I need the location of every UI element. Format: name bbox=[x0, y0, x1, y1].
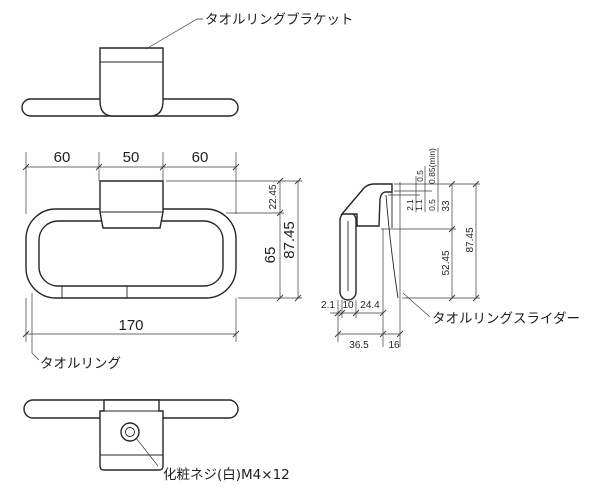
dim-h-a-label: 2.1 bbox=[321, 300, 335, 311]
screw-hole-icon bbox=[125, 427, 135, 437]
dim-slider-label: 16 bbox=[388, 340, 400, 351]
side-height-dimensions: 0.85(min) 0.5 2.1 1.1 0.5 33 52.45 87.45 bbox=[381, 148, 480, 302]
dim-v-a-label: 2.1 bbox=[405, 199, 415, 211]
dim-ticks-side-upper bbox=[334, 309, 387, 317]
front-total-width-dimension: 170 bbox=[22, 298, 240, 342]
dim-center-label: 50 bbox=[123, 149, 140, 166]
bracket-top-view bbox=[99, 47, 164, 117]
dim-ring-height-label: 65 bbox=[262, 247, 279, 264]
dim-total-height-label: 87.45 bbox=[281, 221, 298, 259]
ring-inner bbox=[38, 220, 224, 287]
dim-top-small-label: 0.5 bbox=[415, 170, 425, 182]
bracket-front-view bbox=[99, 180, 164, 229]
top-view: タオルリングブラケット bbox=[21, 11, 354, 117]
dim-v-b-label: 1.1 bbox=[414, 199, 424, 211]
dim-v-c-label: 0.5 bbox=[427, 199, 437, 211]
front-height-dimensions: 22.45 65 87.45 bbox=[166, 177, 302, 302]
dim-v-total-label: 87.45 bbox=[465, 227, 476, 252]
dim-ticks-top bbox=[22, 163, 240, 171]
bracket-leader-line bbox=[145, 18, 203, 50]
ring-label: タオルリング bbox=[40, 356, 121, 372]
slider-label: タオルリングスライダー bbox=[432, 311, 580, 327]
dim-h-c-label: 24.4 bbox=[360, 300, 380, 311]
dim-width-label: 170 bbox=[118, 317, 143, 334]
screw-leader-line bbox=[135, 437, 159, 467]
dim-ticks-side-lower bbox=[334, 330, 404, 338]
slider-leader-line bbox=[402, 292, 431, 318]
ring-leader-line bbox=[31, 293, 40, 361]
slider-profile bbox=[385, 194, 399, 299]
dim-left-label: 60 bbox=[54, 149, 71, 166]
dim-v-e-label: 52.45 bbox=[441, 250, 452, 275]
bottom-view: 化粧ネジ(白)M4×12 bbox=[23, 399, 290, 483]
dim-h-b-label: 10 bbox=[342, 300, 354, 311]
dim-depth-label: 36.5 bbox=[349, 340, 369, 351]
dim-ticks-side-right bbox=[448, 180, 480, 302]
dim-bracket-height-label: 22.45 bbox=[268, 184, 279, 209]
dim-right-label: 60 bbox=[192, 149, 209, 166]
side-depth-dimensions: 2.1 10 24.4 36.5 16 bbox=[321, 300, 404, 351]
bracket-side-profile bbox=[340, 183, 393, 227]
front-width-dimensions: 60 50 60 bbox=[22, 149, 240, 214]
front-view: 60 50 60 22.45 65 87.45 bbox=[22, 149, 302, 372]
screw-label: 化粧ネジ(白)M4×12 bbox=[163, 467, 290, 483]
dim-ticks-right bbox=[276, 177, 302, 302]
side-view: 2.1 10 24.4 36.5 16 0.85(min) 0.5 2.1 1.… bbox=[321, 148, 580, 351]
dim-top-min-label: 0.85(min) bbox=[427, 148, 437, 184]
dim-v-d-label: 33 bbox=[441, 200, 452, 212]
bracket-label: タオルリングブラケット bbox=[205, 11, 354, 28]
dim-ticks-bottom bbox=[22, 330, 240, 338]
screw-head-icon bbox=[120, 422, 140, 442]
